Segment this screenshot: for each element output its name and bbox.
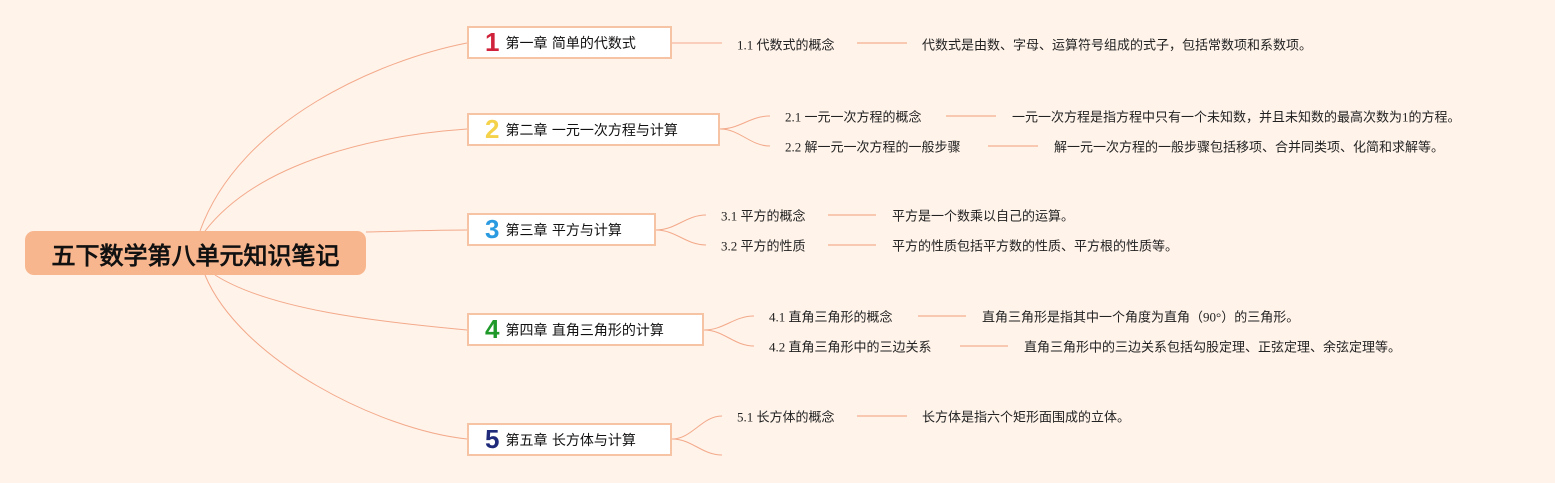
number-3-icon: 3 — [485, 214, 500, 244]
topic-description[interactable]: 解一元一次方程的一般步骤包括移项、合并同类项、化简和求解等。 — [1054, 139, 1445, 155]
link-root-ch1 — [199, 42, 468, 232]
number-1-icon: 1 — [485, 27, 500, 57]
topic-description[interactable]: 直角三角形中的三边关系包括勾股定理、正弦定理、余弦定理等。 — [1024, 339, 1402, 355]
topic-description[interactable]: 代数式是由数、字母、运算符号组成的式子，包括常数项和系数项。 — [922, 37, 1313, 53]
topic-node[interactable]: 3.2 平方的性质 — [721, 238, 806, 254]
link-ch3-3.1 — [655, 214, 707, 231]
chapter-title: 第二章 一元一次方程与计算 — [505, 122, 678, 139]
link-root-ch5 — [204, 274, 468, 440]
chapter-title: 第五章 长方体与计算 — [505, 432, 636, 449]
number-5-icon: 5 — [485, 424, 500, 454]
link-root-ch3 — [365, 229, 468, 233]
link-ch4-4.1 — [703, 315, 755, 331]
link-ch5-5.1 — [671, 415, 723, 440]
number-4-icon: 4 — [485, 314, 500, 344]
link-root-ch2 — [204, 128, 468, 232]
topic-description[interactable]: 平方是一个数乘以自己的运算。 — [892, 208, 1075, 224]
topic-description[interactable]: 直角三角形是指其中一个角度为直角（90°）的三角形。 — [982, 309, 1300, 325]
topic-node[interactable]: 4.1 直角三角形的概念 — [769, 309, 893, 325]
chapter-node-2[interactable]: 2 第二章 一元一次方程与计算 — [467, 113, 720, 146]
topic-node[interactable]: 1.1 代数式的概念 — [737, 37, 835, 53]
topic-description[interactable]: 长方体是指六个矩形面围成的立体。 — [922, 409, 1131, 425]
topic-node[interactable]: 4.2 直角三角形中的三边关系 — [769, 339, 932, 355]
chapter-node-5[interactable]: 5 第五章 长方体与计算 — [467, 423, 672, 456]
topic-description[interactable]: 平方的性质包括平方数的性质、平方根的性质等。 — [892, 238, 1179, 254]
number-2-icon: 2 — [485, 114, 500, 144]
topic-node[interactable]: 3.1 平方的概念 — [721, 208, 806, 224]
link-ch2-2.2 — [719, 128, 771, 147]
chapter-title: 第一章 简单的代数式 — [505, 35, 636, 52]
topic-node[interactable]: 5.1 长方体的概念 — [737, 409, 835, 425]
topic-node[interactable]: 2.2 解一元一次方程的一般步骤 — [785, 139, 961, 155]
link-ch3-3.2 — [655, 229, 707, 246]
link-ch5-empty — [671, 438, 723, 456]
chapter-title: 第四章 直角三角形的计算 — [505, 322, 664, 339]
chapter-node-4[interactable]: 4 第四章 直角三角形的计算 — [467, 313, 704, 346]
root-title: 五下数学第八单元知识笔记 — [51, 241, 340, 270]
chapter-title: 第三章 平方与计算 — [505, 222, 622, 239]
link-ch4-4.2 — [703, 329, 755, 347]
chapter-node-1[interactable]: 1 第一章 简单的代数式 — [467, 26, 672, 59]
link-ch2-2.1 — [719, 115, 771, 130]
topic-node[interactable]: 2.1 一元一次方程的概念 — [785, 109, 922, 125]
root-node[interactable]: 五下数学第八单元知识笔记 — [25, 231, 366, 275]
chapter-node-3[interactable]: 3 第三章 平方与计算 — [467, 213, 656, 246]
link-root-ch4 — [214, 274, 468, 331]
topic-description[interactable]: 一元一次方程是指方程中只有一个未知数，并且未知数的最高次数为1的方程。 — [1012, 109, 1461, 125]
